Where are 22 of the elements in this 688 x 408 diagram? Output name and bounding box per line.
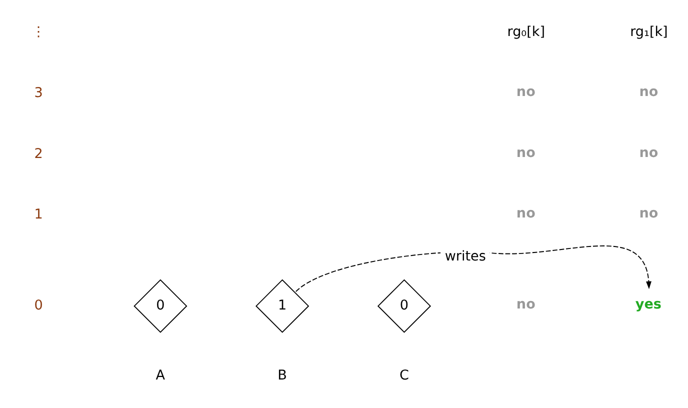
node-diamond: 1 [256,279,310,333]
label: rg₀[k] [507,24,545,40]
label: no [639,206,658,222]
edge-label: writes [444,248,486,264]
label: rg₁[k] [630,24,668,40]
node-label: A [156,367,166,384]
node-label: B [278,367,287,384]
label: no [516,144,536,161]
node-text: yes [635,296,662,313]
label: no [516,296,536,313]
label: 0 [34,298,43,314]
label: no [639,144,658,161]
label: no [516,84,536,100]
label: 1 [34,206,43,223]
label: no [516,206,536,222]
node-diamond: 0 [377,279,432,333]
node-label: C [399,367,409,384]
label: 2 [34,146,43,162]
node-diamond: 0 [134,279,188,333]
label: ⋮ [32,24,46,40]
label: 3 [34,84,43,101]
label: no [639,84,658,100]
